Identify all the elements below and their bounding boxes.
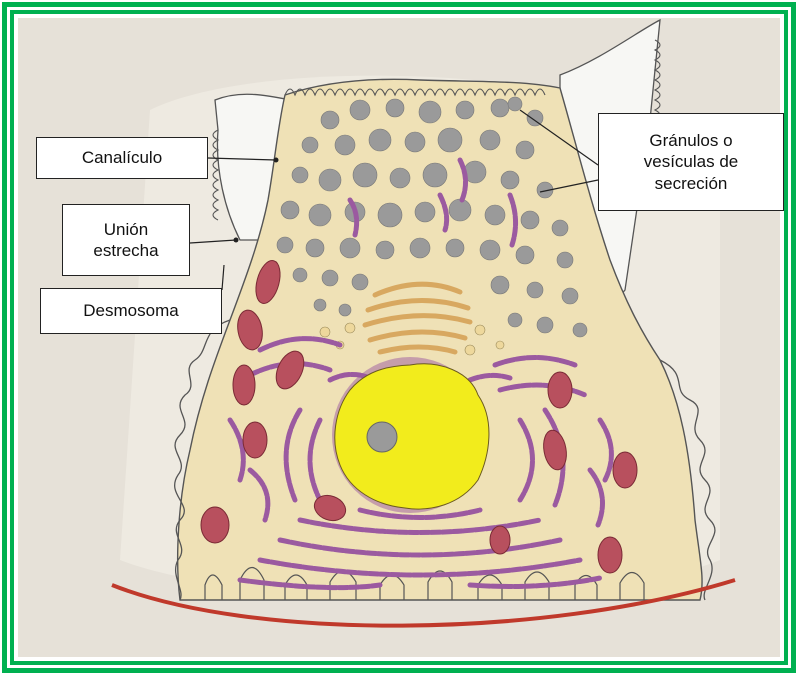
label-granulos-secrecion: Gránulos o vesículas de secreción (598, 113, 784, 211)
nucleus (335, 364, 489, 509)
label-union-estrecha: Unión estrecha (62, 204, 190, 276)
nucleolus (367, 422, 397, 452)
label-canaliculo: Canalículo (36, 137, 208, 179)
label-desmosoma: Desmosoma (40, 288, 222, 334)
